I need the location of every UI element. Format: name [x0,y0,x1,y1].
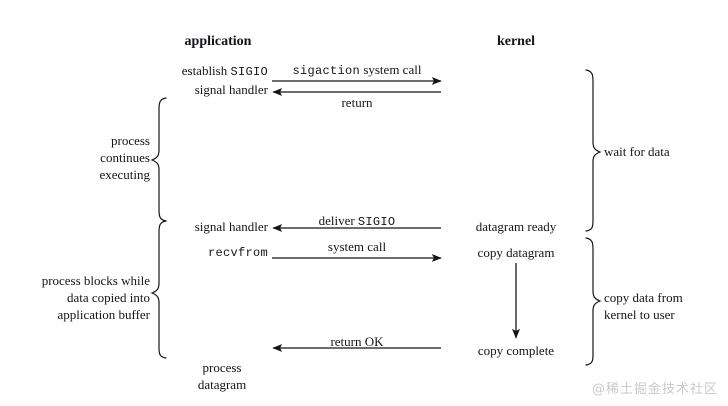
kernel-step-copy-datagram: copy datagram [477,245,555,260]
deliver-sigio-mono-token: SIGIO [357,215,396,229]
process-blocks-line2: data copied into [66,290,150,305]
app-step-process-datagram: process datagram [198,359,246,393]
app-step-signal-handler: signal handler [194,219,268,234]
arrow-label-deliver-sigio: deliver SIGIO [319,213,396,230]
kernel-step-copy-complete: copy complete [477,343,555,358]
brace-label-process-blocks: process blocks while data copied into ap… [42,272,150,323]
brace-copy-data-from-kernel-to-user [585,237,602,366]
brace-process-continues-executing [150,97,167,222]
app-step-establish-sigio: establish SIGIO signal handler [182,62,268,98]
brace-process-blocks [150,220,167,359]
copy-data-line1: copy data from [604,290,683,305]
sigio-mono-token: SIGIO [230,65,268,79]
sigaction-plain-token: system call [360,62,422,77]
app-step-recvfrom: recvfrom [207,246,268,260]
brace-label-copy-data-from-kernel-to-user: copy data from kernel to user [604,289,683,323]
copy-data-line2: kernel to user [604,307,675,322]
process-continues-line1: process [111,133,150,148]
establish-sigio-line2: signal handler [194,82,268,97]
process-blocks-line3: application buffer [57,307,150,322]
column-heading-application: application [184,34,252,49]
process-datagram-line2: datagram [197,377,247,392]
column-heading-kernel: kernel [496,34,536,49]
brace-label-wait-for-data: wait for data [604,144,670,159]
kernel-step-datagram-ready: datagram ready [475,219,557,234]
arrow-label-system-call: system call [327,239,387,254]
process-continues-line2: continues [100,150,150,165]
deliver-plain-token: deliver [318,213,358,228]
arrow-label-sigaction-system-call: sigaction system call [293,62,422,79]
process-continues-line3: executing [99,167,150,182]
brace-label-process-continues-executing: process continues executing [99,132,150,183]
process-blocks-line1: process blocks while [41,273,150,288]
establish-sigio-text: establish [181,63,231,78]
sigaction-mono-token: sigaction [292,64,361,78]
brace-wait-for-data [585,69,602,232]
watermark: @稀土掘金技术社区 [592,382,719,397]
arrow-label-return: return [341,95,373,110]
arrow-label-return-ok: return OK [330,334,384,349]
process-datagram-line1: process [202,360,242,375]
establish-sigio-line1: establish SIGIO [182,62,268,81]
